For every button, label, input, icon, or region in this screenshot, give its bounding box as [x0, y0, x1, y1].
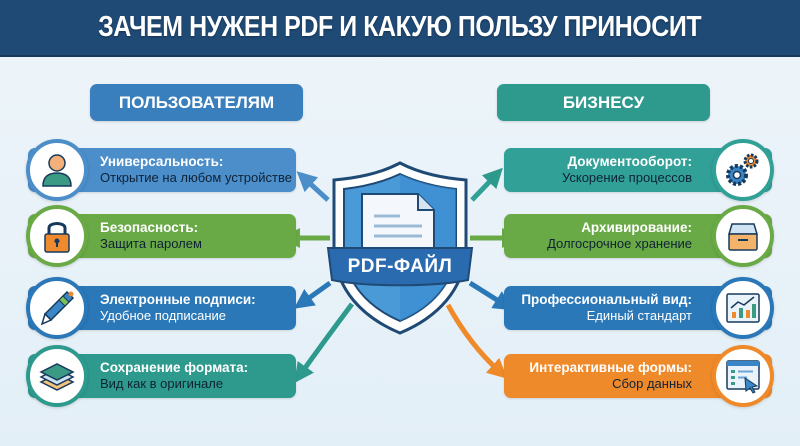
- users-header: ПОЛЬЗОВАТЕЛЯМ: [90, 84, 303, 121]
- archive-icon-circle: [712, 205, 774, 267]
- arrow-workflow: [470, 167, 503, 202]
- form-icon-circle: [712, 345, 774, 407]
- item-subtitle: Вид как в оригинале: [100, 376, 224, 391]
- padlock-icon: [44, 222, 70, 253]
- user-icon: [42, 154, 72, 187]
- pen-icon: [40, 290, 75, 326]
- padlock-icon-circle: [26, 205, 88, 267]
- item-subtitle: Открытие на любом устройстве: [100, 170, 292, 185]
- business-header: БИЗНЕСУ: [497, 84, 710, 121]
- user-icon-circle: [26, 139, 88, 201]
- shield-document-icon: [326, 161, 474, 335]
- arrow-universality: [296, 171, 330, 202]
- gears-icon: [726, 153, 759, 186]
- page-title: ЗАЧЕМ НУЖЕН PDF И КАКУЮ ПОЛЬЗУ ПРИНОСИТ: [98, 11, 702, 43]
- item-subtitle: Удобное подписание: [100, 308, 227, 323]
- growth-chart-icon: [726, 293, 760, 323]
- arrow-professional: [468, 280, 514, 311]
- layers-icon-circle: [26, 345, 88, 407]
- gears-icon-circle: [712, 139, 774, 201]
- item-subtitle: Единый стандарт: [586, 308, 692, 323]
- item-subtitle: Сбор данных: [612, 376, 692, 391]
- chart-icon-circle: [712, 277, 774, 339]
- item-title: Сохранение формата:: [100, 360, 249, 375]
- item-title: Интерактивные формы:: [529, 360, 692, 375]
- pdf-file-label: PDF-ФАЙЛ: [347, 256, 453, 277]
- item-subtitle: Защита паролем: [100, 236, 202, 251]
- item-title: Безопасность:: [100, 220, 199, 235]
- item-title: Архивирование:: [581, 220, 692, 235]
- pen-icon-circle: [26, 277, 88, 339]
- item-subtitle: Долгосрочное хранение: [547, 236, 692, 251]
- layers-icon: [39, 363, 75, 391]
- item-title: Универсальность:: [100, 154, 224, 169]
- title-bar: ЗАЧЕМ НУЖЕН PDF И КАКУЮ ПОЛЬЗУ ПРИНОСИТ: [0, 0, 800, 57]
- item-title: Профессиональный вид:: [521, 292, 692, 307]
- item-subtitle: Ускорение процессов: [561, 170, 692, 185]
- item-title: Документооборот:: [567, 154, 692, 169]
- item-title: Электронные подписи:: [100, 292, 256, 307]
- form-cursor-icon: [726, 360, 760, 394]
- pdf-shield: PDF-ФАЙЛ: [326, 160, 474, 336]
- archive-box-icon: [727, 223, 759, 251]
